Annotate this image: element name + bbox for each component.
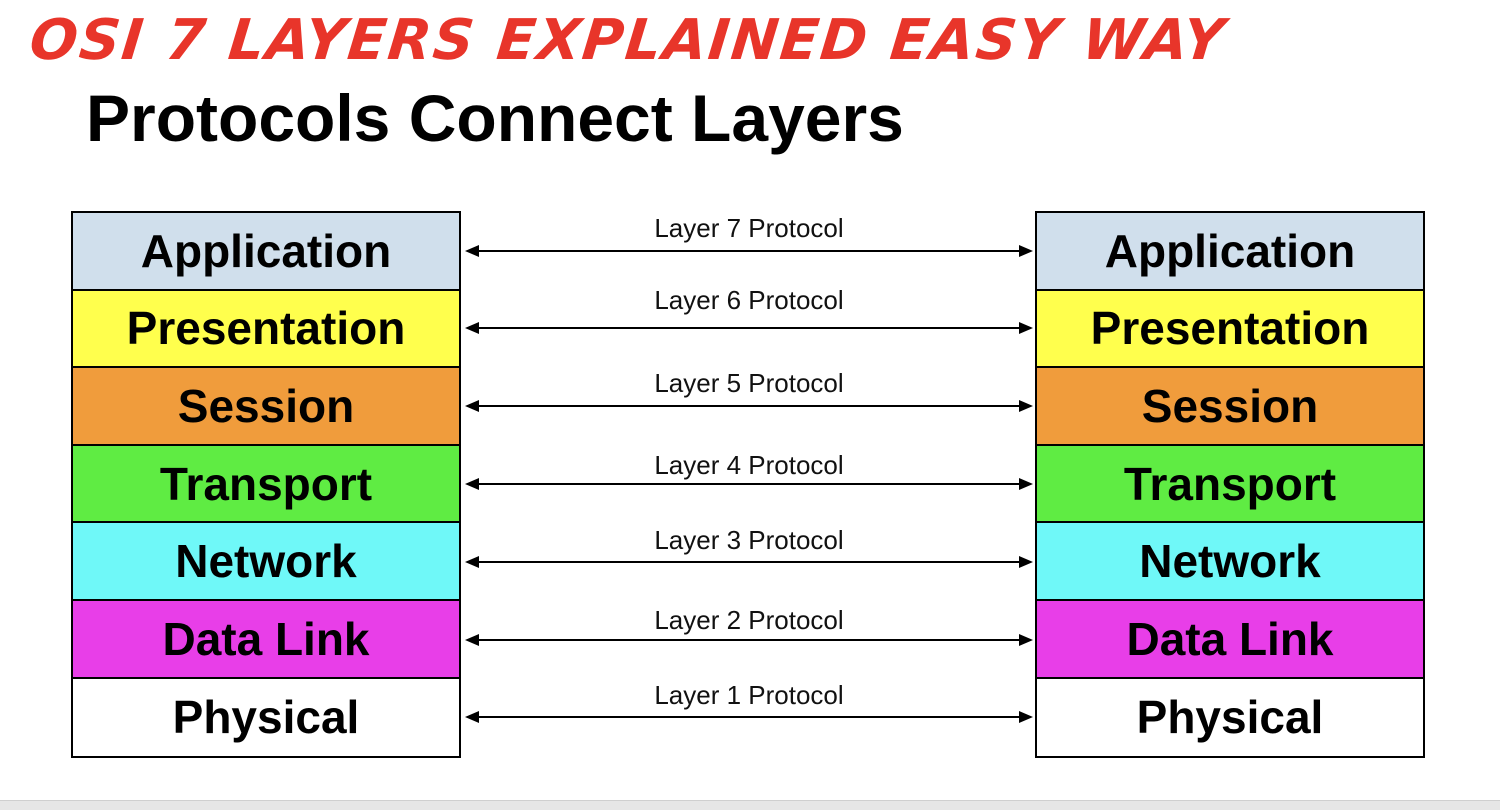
protocol-label: Layer 7 Protocol bbox=[654, 213, 844, 243]
double-arrow-icon bbox=[465, 322, 1033, 334]
double-arrow-icon bbox=[465, 245, 1033, 257]
protocol-label: Layer 2 Protocol bbox=[654, 605, 844, 635]
right-layer-presentation: Presentation bbox=[1037, 290, 1423, 369]
right-layer-data-link: Data Link bbox=[1037, 600, 1423, 679]
double-arrow-icon bbox=[465, 478, 1033, 490]
double-arrow-icon bbox=[465, 634, 1033, 646]
page-title: Protocols Connect Layers bbox=[86, 81, 904, 155]
double-arrow-icon bbox=[465, 556, 1033, 568]
left-osi-stack: Application Presentation Session Transpo… bbox=[71, 211, 461, 759]
protocol-label: Layer 6 Protocol bbox=[654, 285, 844, 315]
banner-title: OSI 7 Layers Explained Easy Way bbox=[26, 8, 1230, 73]
right-osi-stack: Application Presentation Session Transpo… bbox=[1035, 211, 1425, 759]
left-layer-presentation: Presentation bbox=[73, 290, 459, 369]
right-layer-session: Session bbox=[1037, 368, 1423, 446]
left-layer-transport: Transport bbox=[73, 445, 459, 524]
protocol-label: Layer 5 Protocol bbox=[654, 368, 844, 398]
protocol-row-layer-1: Layer 1 Protocol bbox=[463, 680, 1035, 740]
bottom-divider bbox=[0, 800, 1500, 810]
protocol-row-layer-3: Layer 3 Protocol bbox=[463, 525, 1035, 585]
left-layer-application: Application bbox=[73, 213, 459, 291]
protocol-label: Layer 3 Protocol bbox=[654, 525, 844, 555]
protocol-row-layer-5: Layer 5 Protocol bbox=[463, 368, 1035, 428]
protocol-row-layer-4: Layer 4 Protocol bbox=[463, 450, 1035, 510]
right-layer-application: Application bbox=[1037, 213, 1423, 291]
double-arrow-icon bbox=[465, 711, 1033, 723]
protocol-label: Layer 1 Protocol bbox=[654, 680, 844, 710]
protocol-row-layer-2: Layer 2 Protocol bbox=[463, 605, 1035, 665]
left-layer-network: Network bbox=[73, 523, 459, 601]
left-layer-session: Session bbox=[73, 368, 459, 446]
protocol-label: Layer 4 Protocol bbox=[654, 450, 844, 480]
double-arrow-icon bbox=[465, 400, 1033, 412]
protocol-connectors: Layer 7 Protocol Layer 6 Protocol Layer … bbox=[463, 211, 1035, 756]
right-layer-physical: Physical bbox=[1037, 678, 1423, 757]
right-layer-transport: Transport bbox=[1037, 445, 1423, 524]
left-layer-data-link: Data Link bbox=[73, 600, 459, 679]
right-layer-network: Network bbox=[1037, 523, 1423, 601]
protocol-row-layer-6: Layer 6 Protocol bbox=[463, 285, 1035, 345]
left-layer-physical: Physical bbox=[73, 678, 459, 757]
protocol-row-layer-7: Layer 7 Protocol bbox=[463, 213, 1035, 273]
